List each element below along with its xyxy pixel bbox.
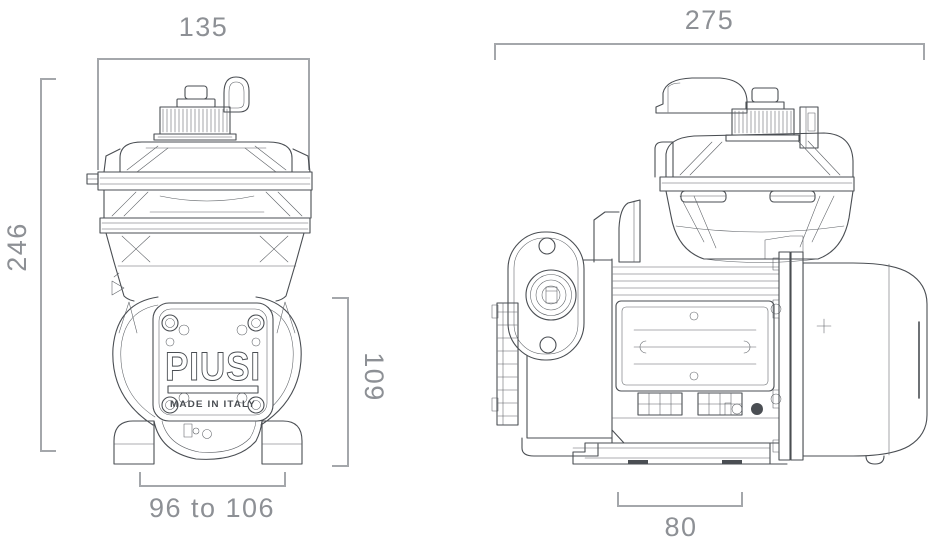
center-mark-icon	[816, 318, 832, 334]
dimension-109-label: 109	[359, 352, 389, 402]
side-filler-cap	[655, 77, 819, 149]
dimension-135-bracket	[97, 58, 310, 170]
dimension-80-bracket	[617, 492, 743, 507]
mid-flange-band	[86, 171, 313, 191]
canister-support	[593, 199, 641, 263]
pump-handle	[223, 76, 250, 113]
base-feet	[113, 420, 303, 465]
base-rail	[572, 442, 788, 465]
dimension-96-106-bracket	[139, 472, 286, 487]
mid-casing	[611, 258, 788, 444]
dimension-246-label: 246	[2, 222, 32, 272]
side-view-drawing	[491, 77, 928, 465]
made-in-italy-text: MADE IN ITALY	[170, 399, 256, 409]
dimension-96-106-label: 96 to 106	[148, 493, 276, 523]
piusi-logo: PIUSI	[165, 345, 261, 389]
rib-section-lower	[105, 232, 305, 302]
side-arms	[112, 296, 302, 426]
alignment-mark	[111, 272, 125, 296]
dimension-80-label: 80	[664, 512, 698, 542]
rib-section-upper	[103, 189, 312, 219]
front-view-drawing: PIUSI MADE IN ITALY	[86, 76, 313, 465]
dimension-135-label: 135	[178, 12, 229, 42]
dimension-275-bracket	[494, 43, 925, 60]
pump-top-housing	[103, 141, 311, 173]
dimension-246-bracket	[40, 78, 56, 452]
canister	[654, 132, 855, 263]
mid-flange-band-2	[99, 217, 311, 234]
motor-flange-plates	[764, 235, 804, 461]
dimension-109-bracket	[332, 297, 349, 467]
logo-plate: PIUSI MADE IN ITALY	[152, 302, 274, 422]
dimension-275-label: 275	[684, 5, 735, 35]
motor	[802, 262, 928, 465]
pump-head	[491, 231, 613, 457]
filler-cap	[153, 85, 237, 141]
